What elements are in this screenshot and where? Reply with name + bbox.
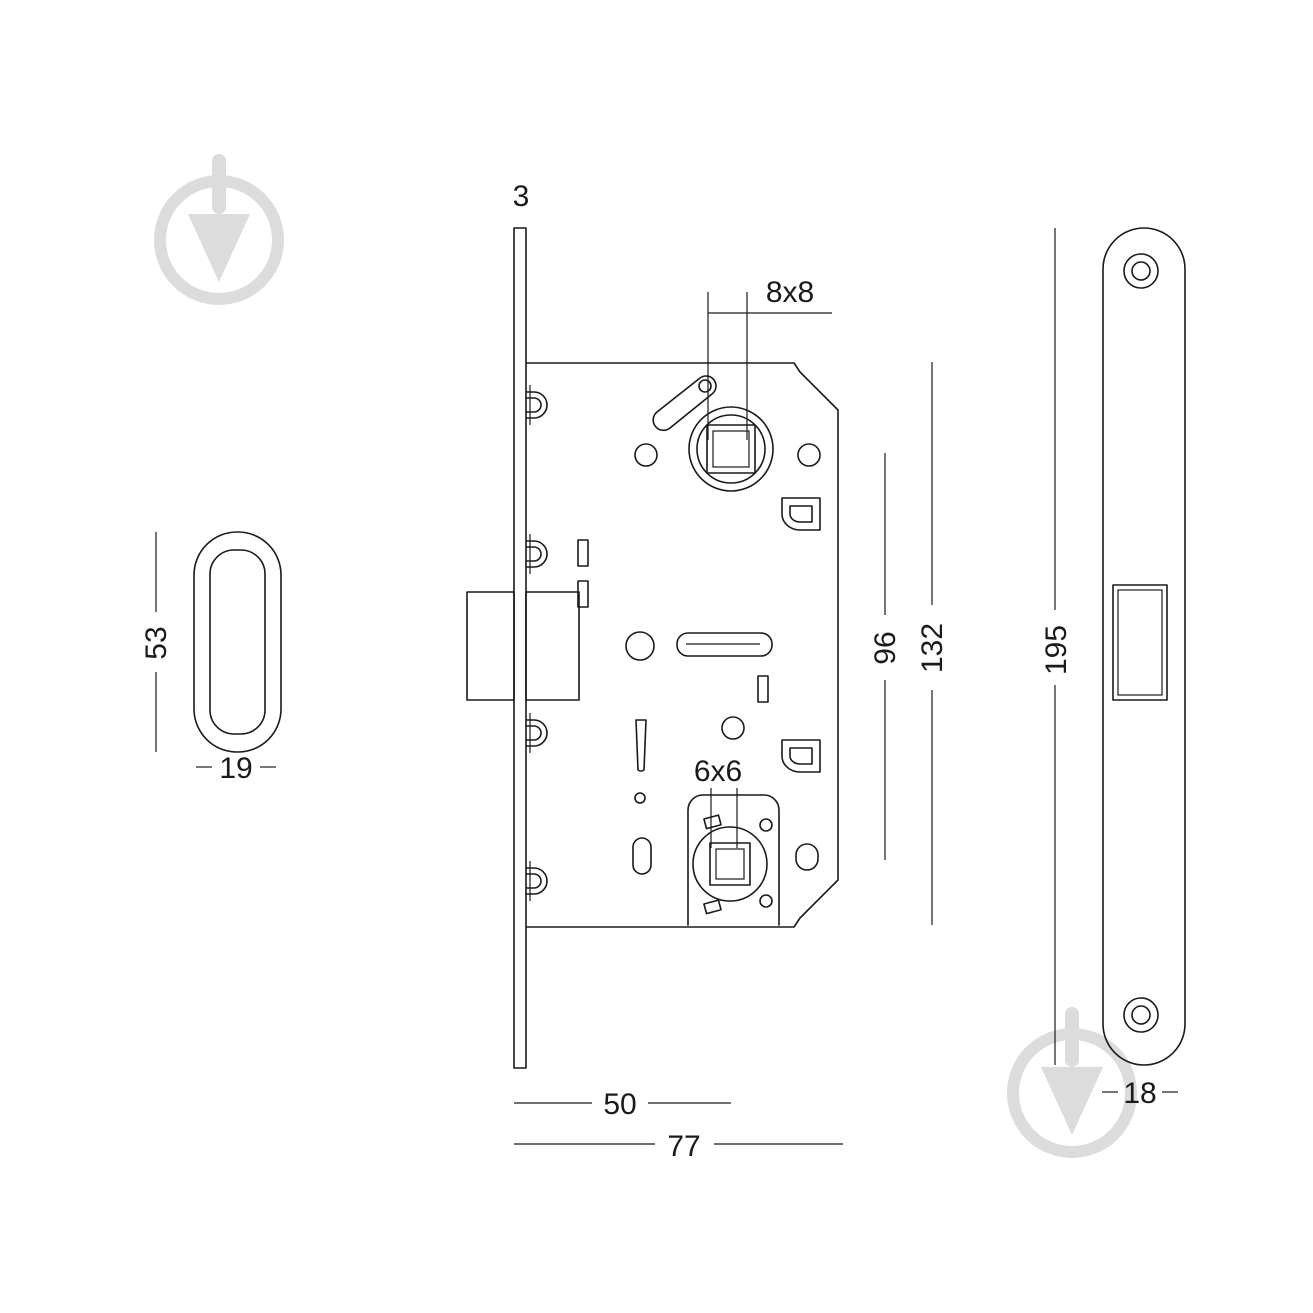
latch-bolt [466,591,515,701]
watermark-arrow-icon [1007,1007,1137,1158]
rosette-view: 53 19 [140,531,282,785]
dim-label-strike-width: 18 [1123,1077,1156,1110]
watermark-arrow-icon [154,154,284,305]
dim-label-strike-height: 195 [1040,625,1073,675]
dim-label-backset: 50 [603,1088,636,1121]
dim-label-lock-depth: 77 [667,1130,700,1163]
dim-label-rosette-height: 53 [140,626,173,659]
dim-label-rosette-width: 19 [219,752,252,785]
dim-label-case-height: 132 [916,623,949,673]
dim-label-faceplate-thickness: 3 [513,180,530,213]
faceplate [513,227,527,1069]
wc-hub [632,794,819,926]
strike-plate-view: 195 18 [1040,227,1186,1110]
dim-label-wc-square: 6x6 [694,755,742,788]
faceplate-screw-tabs [525,385,548,901]
lock-case [525,362,839,928]
dim-label-spindle-square: 8x8 [766,276,814,309]
dim-label-center-distance: 96 [869,631,902,664]
mortise-lock-view: 3 [466,180,949,1163]
spindle-hub [652,375,774,492]
